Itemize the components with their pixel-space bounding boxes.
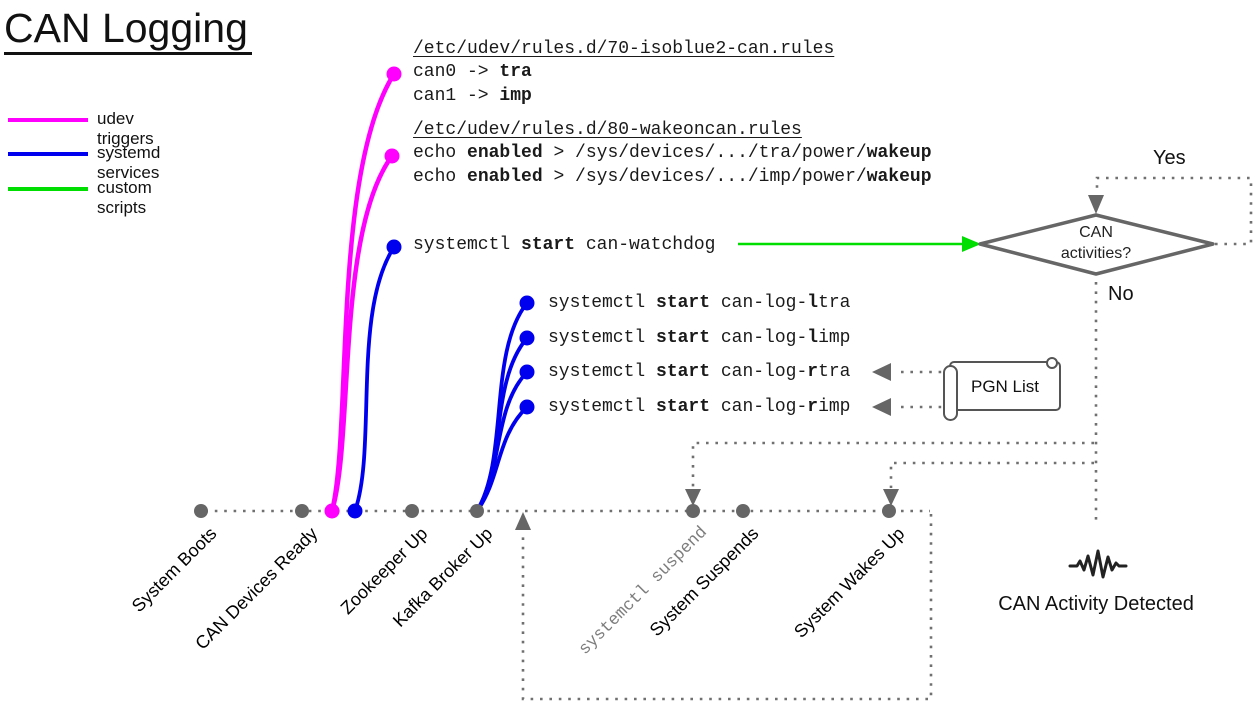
udev-rule-can0: can0 -> tra — [413, 62, 532, 82]
dot-kafka-broker-up — [470, 504, 484, 518]
legend-swatch-custom — [8, 187, 88, 191]
dot-end-log-rtra — [519, 364, 535, 380]
arrowhead-resume-up — [515, 512, 531, 530]
cmd-can-log-ltra: systemctl start can-log-ltra — [548, 293, 851, 313]
can-activity-waveform-icon — [1068, 549, 1128, 579]
dot-end-log-rimp — [519, 399, 535, 415]
no-label: No — [1108, 283, 1134, 305]
arrowhead-pgn-rimp — [872, 398, 891, 416]
decision-diamond — [978, 213, 1215, 276]
decision-label: CAN activities? — [1060, 224, 1132, 262]
arrowhead-suspend — [685, 489, 701, 506]
resume-loop-path — [521, 514, 933, 701]
arrowhead-pgn-rtra — [872, 363, 891, 381]
udev-rules-file-1: /etc/udev/rules.d/70-isoblue2-can.rules — [413, 39, 835, 59]
dot-end-log-ltra — [519, 295, 535, 311]
legend-swatch-udev — [8, 118, 88, 122]
dot-end-canrules — [386, 66, 402, 82]
arrowhead-green — [962, 236, 981, 252]
dot-end-log-limp — [519, 330, 535, 346]
systemd-curve-watchdog — [353, 245, 396, 512]
dot-system-boots — [194, 504, 208, 518]
yes-label: Yes — [1153, 147, 1186, 169]
can-activity-label: CAN Activity Detected — [998, 593, 1194, 615]
cmd-can-watchdog: systemctl start can-watchdog — [413, 235, 716, 255]
dot-udev-origin — [324, 503, 340, 519]
dot-end-watchdog — [386, 239, 402, 255]
udev-rule-can1: can1 -> imp — [413, 86, 532, 106]
dot-end-wakeoncan — [384, 148, 400, 164]
suspend-branch-path — [691, 441, 1094, 488]
pgn-list-label: PGN List — [970, 377, 1040, 396]
systemd-curve-log-rimp — [475, 405, 529, 513]
dot-watchdog-origin — [347, 503, 363, 519]
legend-swatch-systemd — [8, 152, 88, 156]
arrowhead-into-diamond — [1088, 195, 1104, 214]
dot-can-devices-ready — [295, 504, 309, 518]
legend-label-custom: custom scripts — [97, 178, 152, 217]
udev-rules-file-2: /etc/udev/rules.d/80-wakeoncan.rules — [413, 120, 802, 140]
page-title: CAN Logging — [4, 5, 252, 56]
pgn-list-scroll-icon — [943, 357, 1061, 421]
wake-branch-path — [889, 461, 1094, 488]
cmd-can-log-rtra: systemctl start can-log-rtra — [548, 362, 851, 382]
dot-systemctl-suspend — [686, 504, 700, 518]
wakeoncan-echo-tra: echo enabled > /sys/devices/.../tra/powe… — [413, 143, 932, 163]
legend-label-udev: udev triggers — [97, 109, 154, 148]
dot-system-wakes-up — [882, 504, 896, 518]
dot-system-suspends — [736, 504, 750, 518]
cmd-can-log-rimp: systemctl start can-log-rimp — [548, 397, 851, 417]
udev-curve-wakeoncan — [329, 154, 394, 512]
cmd-can-log-limp: systemctl start can-log-limp — [548, 328, 851, 348]
wakeoncan-echo-imp: echo enabled > /sys/devices/.../imp/powe… — [413, 167, 932, 187]
legend-label-systemd: systemd services — [97, 143, 161, 182]
arrowhead-wake — [883, 489, 899, 506]
dot-zookeeper-up — [405, 504, 419, 518]
